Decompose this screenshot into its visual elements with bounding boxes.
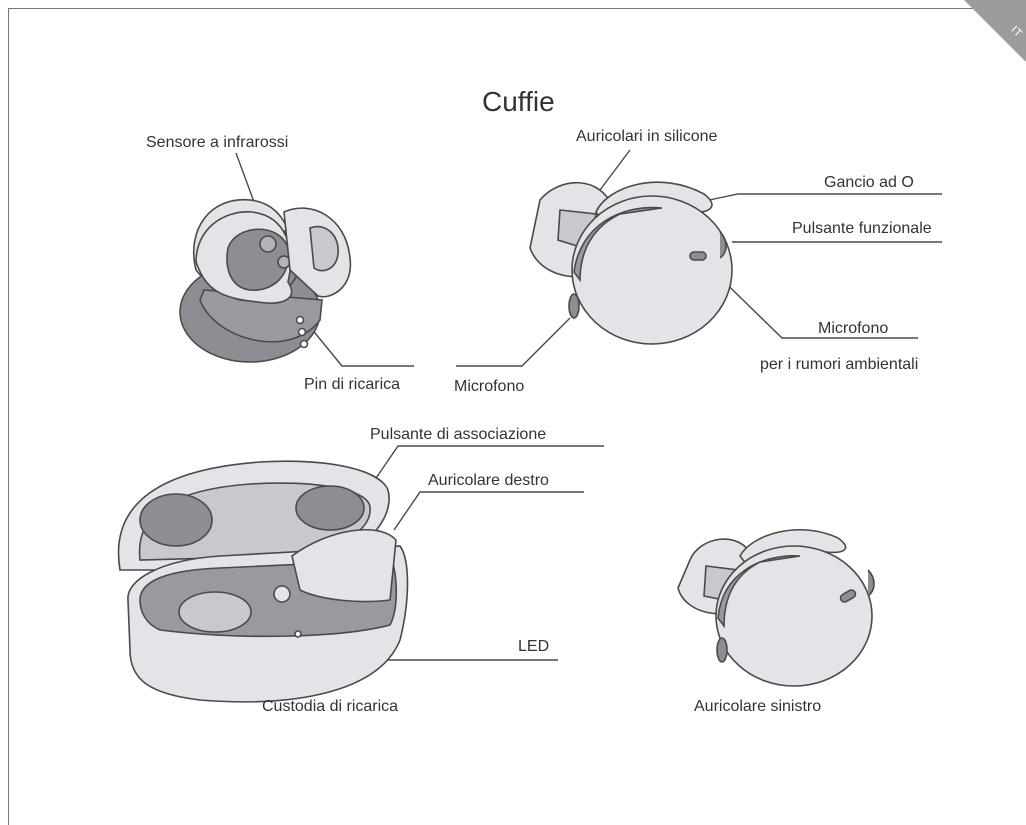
ambient-mic-label-line2: per i rumori ambientali <box>760 356 918 374</box>
pairing-button-label: Pulsante di associazione <box>370 426 546 444</box>
earbud-back-view <box>180 200 350 362</box>
left-earbud-view <box>678 530 874 686</box>
charging-pins-label: Pin di ricarica <box>304 376 400 394</box>
function-button-label: Pulsante funzionale <box>792 220 932 238</box>
right-earbud-label: Auricolare destro <box>428 472 549 490</box>
charging-case-label: Custodia di ricarica <box>262 698 398 716</box>
microphone-label: Microfono <box>454 378 524 396</box>
charging-case <box>119 461 408 702</box>
ambient-mic-label-line1: Microfono <box>818 320 888 338</box>
led-label: LED <box>518 638 549 656</box>
left-earbud-label: Auricolare sinistro <box>694 698 821 716</box>
o-hook-label: Gancio ad O <box>824 174 914 192</box>
infrared-sensor-label: Sensore a infrarossi <box>146 134 288 152</box>
earbud-front-view <box>530 182 732 344</box>
silicone-tips-label: Auricolari in silicone <box>576 128 717 146</box>
